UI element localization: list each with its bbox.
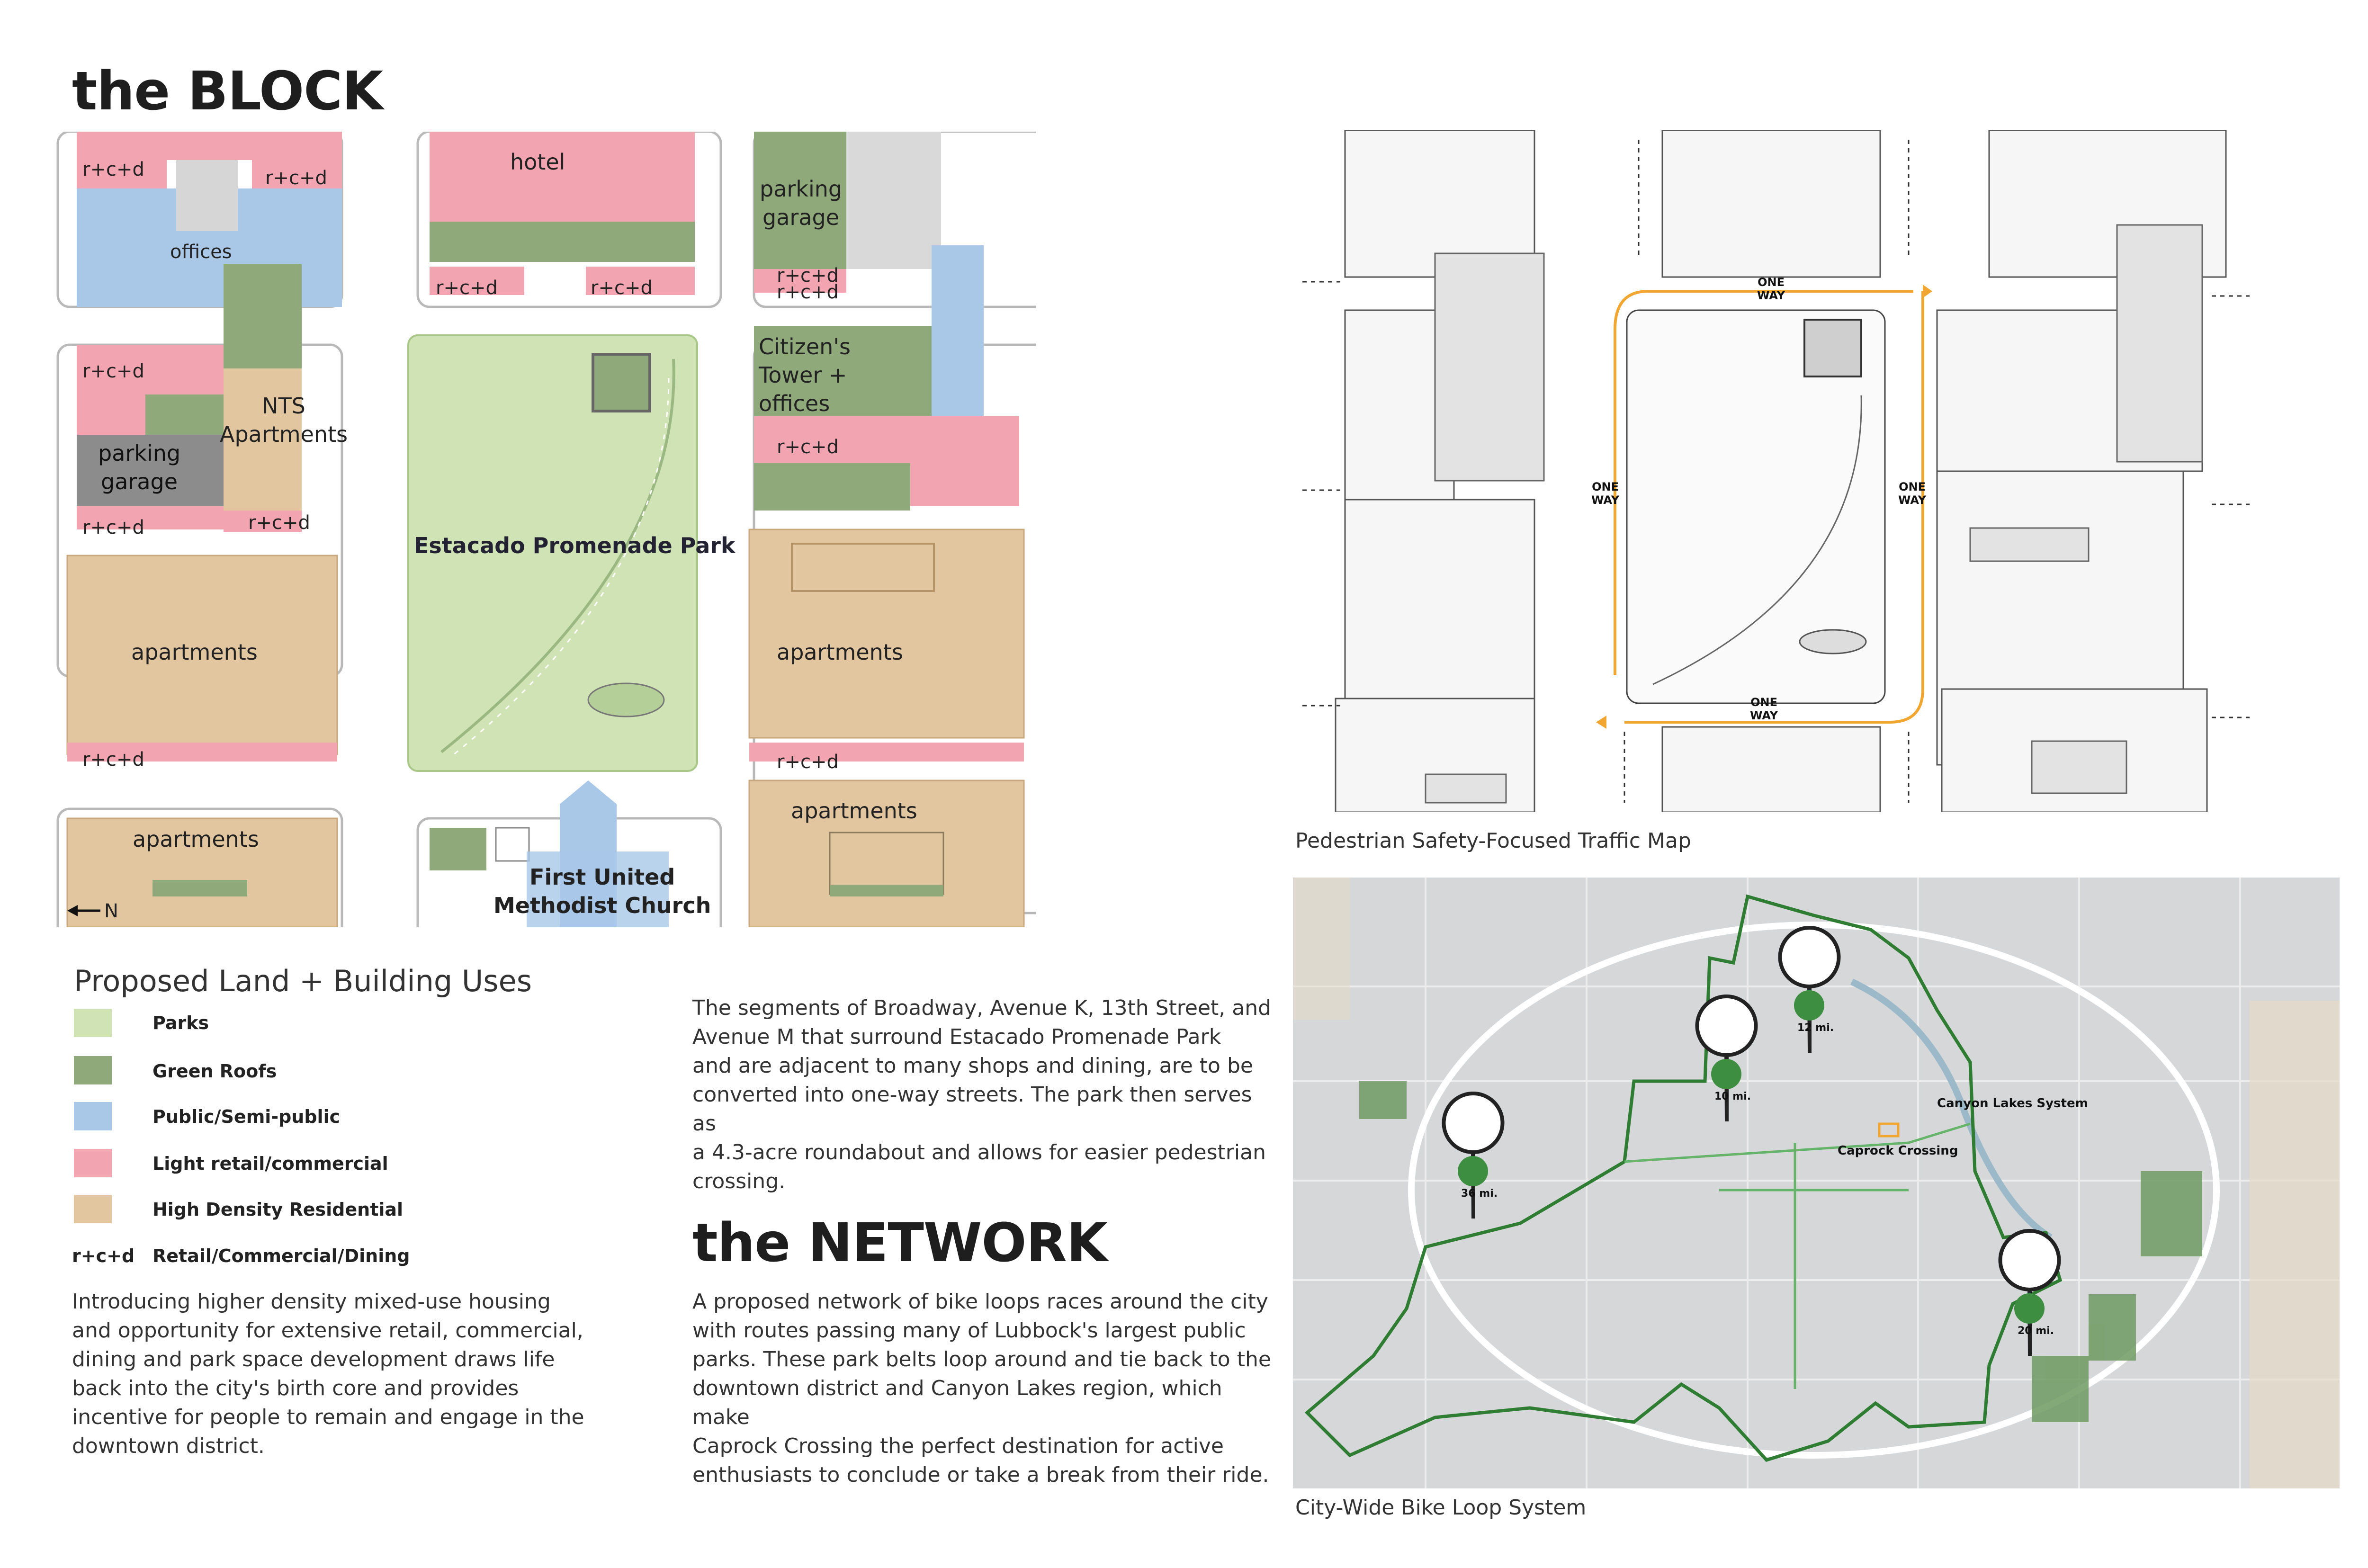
rcd-label: r+c+d [777, 751, 839, 773]
marker-12-label: 12 mi. [1797, 1022, 1834, 1034]
north-label: N [104, 900, 118, 922]
network-title: the NETWORK [692, 1212, 1108, 1274]
legend-swatch-parks [74, 1009, 112, 1037]
offices-label: offices [170, 241, 232, 263]
marker-36-label: 36 mi. [1461, 1188, 1498, 1200]
rcd-label: r+c+d [591, 277, 653, 299]
apartments-label: apartments [133, 826, 259, 852]
legend-swatch-public [74, 1102, 112, 1130]
church-label: First United Methodist Church [493, 864, 711, 918]
parking-garage-label: parking garage [98, 440, 181, 494]
marker-20-label: 20 mi. [2018, 1325, 2054, 1337]
apartments-label: apartments [131, 639, 258, 665]
traffic-map-drawing [1302, 130, 2250, 812]
rcd-label: r+c+d [248, 512, 310, 534]
bike-map: Canyon Lakes System Caprock Crossing 36 … [1293, 878, 2340, 1488]
legend-swatch-green-roofs [74, 1056, 112, 1084]
caprock-crossing-label: Caprock Crossing [1838, 1144, 1958, 1158]
network-description: A proposed network of bike loops races a… [692, 1290, 1271, 1487]
hotel-label: hotel [510, 149, 565, 175]
legend-label-residential: High Density Residential [152, 1199, 404, 1220]
rcd-label: r+c+d [265, 167, 327, 189]
rcd-label: r+c+d [777, 281, 839, 303]
block-description: Introducing higher density mixed-use hou… [72, 1290, 584, 1458]
rcd-label: r+c+d [82, 749, 144, 771]
apartments-label: apartments [777, 639, 903, 665]
legend-abbr-code: r+c+d [72, 1245, 135, 1266]
legend-label-green-roofs: Green Roofs [152, 1061, 277, 1082]
park-label: Estacado Promenade Park [414, 533, 736, 558]
legend-abbr-label: Retail/Commercial/Dining [152, 1245, 410, 1266]
marker-10-label: 10 mi. [1714, 1091, 1751, 1102]
legend-label-parks: Parks [152, 1012, 209, 1033]
one-way-label-right: ONE WAY [1898, 480, 1927, 507]
one-way-label-left: ONE WAY [1591, 480, 1620, 507]
legend-swatch-residential [74, 1195, 112, 1223]
traffic-map: ONE WAY ONE WAY ONE WAY ONE WAY [1293, 130, 2316, 812]
segments-description: The segments of Broadway, Avenue K, 13th… [692, 996, 1272, 1193]
one-way-label-top: ONE WAY [1757, 276, 1785, 302]
bike-map-caption: City-Wide Bike Loop System [1295, 1496, 1587, 1520]
rcd-label: r+c+d [777, 436, 839, 458]
site-plan-drawing [56, 132, 1036, 927]
rcd-label: r+c+d [82, 159, 144, 180]
block-title: the BLOCK [72, 61, 383, 122]
rcd-label: r+c+d [436, 277, 498, 299]
nts-apartments-label: NTS Apartments [220, 393, 348, 447]
citizens-tower-label: Citizen's Tower + offices [759, 334, 851, 416]
rcd-label: r+c+d [82, 517, 144, 538]
parking-garage-label: parking garage [760, 176, 843, 230]
apartments-label: apartments [791, 798, 917, 824]
canyon-lakes-label: Canyon Lakes System [1937, 1096, 2088, 1111]
block-site-plan: r+c+d r+c+d offices hotel r+c+d r+c+d pa… [53, 132, 1036, 927]
legend-title: Proposed Land + Building Uses [74, 964, 532, 998]
rcd-label: r+c+d [82, 360, 144, 382]
traffic-map-caption: Pedestrian Safety-Focused Traffic Map [1295, 829, 1691, 853]
bike-map-drawing [1293, 878, 2340, 1488]
legend-label-retail: Light retail/commercial [152, 1153, 388, 1174]
legend-label-public: Public/Semi-public [152, 1106, 341, 1127]
one-way-label-bottom: ONE WAY [1750, 696, 1778, 722]
legend-swatch-retail [74, 1149, 112, 1177]
rcd-label: r+c+d [777, 265, 839, 287]
